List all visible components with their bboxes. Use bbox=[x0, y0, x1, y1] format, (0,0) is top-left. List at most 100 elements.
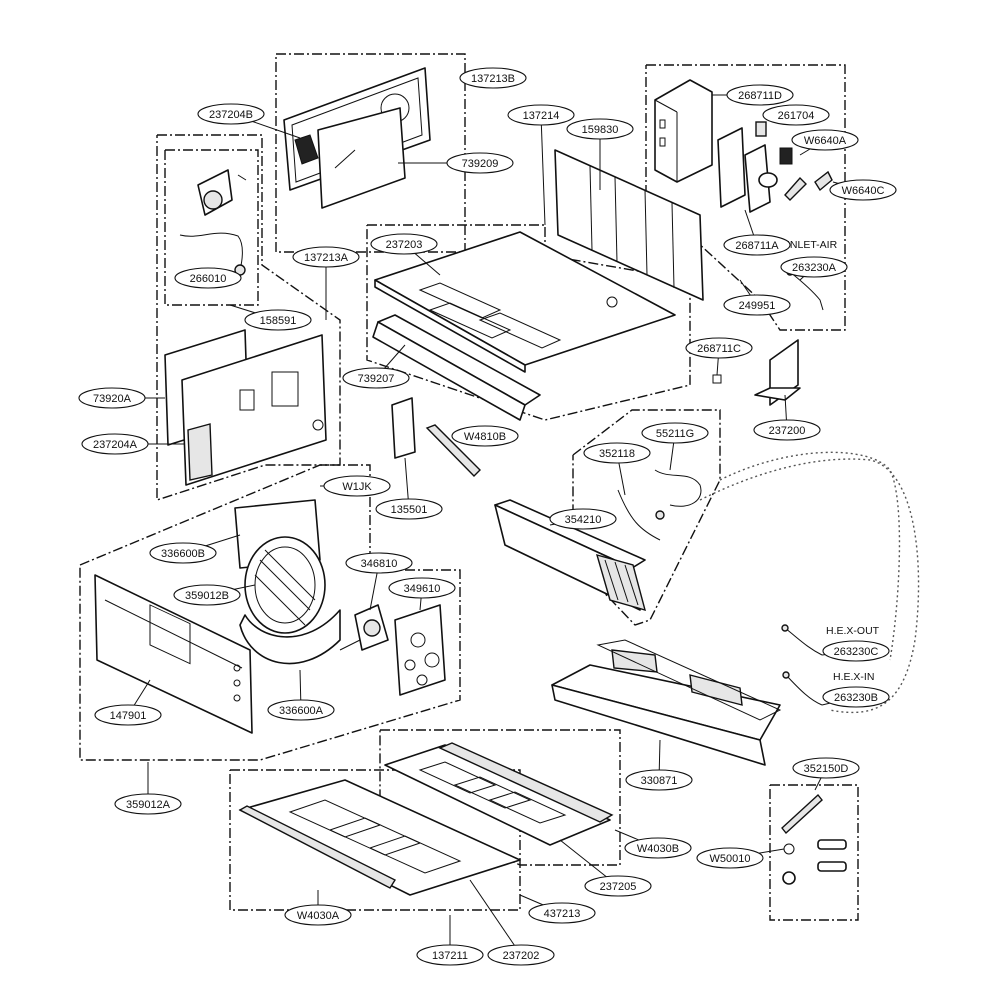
callout-bubble bbox=[696, 847, 764, 869]
callout-part-number: 336600B bbox=[161, 548, 205, 560]
callout-w6640c: W6640C bbox=[829, 179, 897, 201]
callout-bubble bbox=[81, 433, 149, 455]
callout-bubble bbox=[791, 129, 859, 151]
callout-237202: 237202 bbox=[469, 879, 555, 966]
callout-part-number: 73920A bbox=[93, 393, 132, 405]
callout-part-number: W4030A bbox=[297, 910, 340, 922]
callout-part-number: 261704 bbox=[778, 110, 815, 122]
callout-part-number: 330871 bbox=[641, 775, 678, 787]
control-box bbox=[654, 79, 833, 213]
callout-237205: 237205 bbox=[559, 839, 652, 897]
callout-part-number: 263230A bbox=[792, 262, 837, 274]
callout-bubble bbox=[792, 757, 860, 779]
callout-leader-line bbox=[540, 114, 546, 226]
callout-w6640a: W6640A bbox=[791, 129, 859, 156]
refrigerant-tubing bbox=[617, 469, 702, 541]
callout-359012b: 359012B bbox=[173, 584, 256, 606]
callout-part-number: 739207 bbox=[358, 373, 395, 385]
callout-bubble bbox=[173, 584, 241, 606]
callout-w4030a: W4030A bbox=[284, 890, 352, 926]
callout-part-number: 158591 bbox=[260, 315, 297, 327]
callout-55211g: 55211G bbox=[641, 422, 709, 471]
callout-leader-line bbox=[469, 879, 522, 956]
corner-bracket bbox=[754, 339, 801, 406]
callout-bubble bbox=[762, 104, 830, 126]
callout-137211: 137211 bbox=[416, 915, 484, 966]
callout-261704: 261704 bbox=[762, 104, 830, 126]
callout-part-number: W6640A bbox=[804, 135, 847, 147]
callout-part-number: 268711C bbox=[697, 343, 741, 355]
callout-part-number: 249951 bbox=[739, 300, 776, 312]
callout-bubble bbox=[822, 640, 890, 662]
callout-part-number: 137213A bbox=[304, 252, 349, 264]
right-partition-panel bbox=[554, 149, 704, 301]
callout-bubble bbox=[244, 309, 312, 331]
top-cover-plate bbox=[374, 231, 676, 373]
hex-out-label: H.E.X-OUT bbox=[826, 625, 880, 637]
callout-part-number: 237204A bbox=[93, 439, 138, 451]
callout-437213: 437213 bbox=[519, 894, 596, 924]
hex-in-label: H.E.X-IN bbox=[833, 671, 874, 683]
callout-part-number: W4030B bbox=[637, 843, 679, 855]
callout-263230b: 263230B bbox=[821, 686, 890, 708]
callout-bubble bbox=[451, 425, 519, 447]
refrigerant-line-route-2 bbox=[719, 451, 901, 661]
callout-bubble bbox=[446, 152, 514, 174]
callout-159830: 159830 bbox=[566, 118, 634, 190]
callout-237203: 237203 bbox=[370, 233, 441, 276]
callout-147901: 147901 bbox=[94, 679, 162, 726]
top-front-panel bbox=[283, 67, 431, 209]
callout-part-number: 359012B bbox=[185, 590, 229, 602]
callout-237204b: 237204B bbox=[197, 103, 301, 139]
callout-bubble bbox=[625, 769, 693, 791]
callout-part-number: 352150D bbox=[804, 763, 849, 775]
callout-part-number: 137211 bbox=[432, 950, 468, 962]
callout-w4810b: W4810B bbox=[451, 425, 519, 447]
callout-part-number: 354210 bbox=[565, 514, 602, 526]
callout-bubble bbox=[780, 256, 848, 278]
callout-part-number: 237202 bbox=[503, 950, 540, 962]
small-sensor-block bbox=[712, 374, 722, 384]
callout-part-number: 159830 bbox=[582, 124, 619, 136]
callout-layer: 137213B237204B739209268711D261704W6640AW… bbox=[78, 67, 897, 966]
refrigerant-line-route bbox=[699, 458, 920, 714]
callout-part-number: 263230C bbox=[834, 646, 879, 658]
callout-part-number: 135501 bbox=[391, 504, 428, 516]
callout-349610: 349610 bbox=[388, 577, 456, 611]
callout-part-number: 346810 bbox=[361, 558, 398, 570]
callout-bubble bbox=[566, 118, 634, 140]
callout-bubble bbox=[487, 944, 555, 966]
hardware-kit bbox=[781, 793, 847, 885]
callout-part-number: W1JK bbox=[342, 481, 372, 493]
motor-bracket bbox=[179, 169, 247, 276]
heat-exchanger bbox=[494, 499, 646, 612]
callout-bubble bbox=[723, 234, 791, 256]
callout-part-number: 237200 bbox=[769, 425, 806, 437]
callout-bubble bbox=[345, 552, 413, 574]
callout-bubble bbox=[416, 944, 484, 966]
callout-part-number: 237204B bbox=[209, 109, 253, 121]
callout-bubble bbox=[370, 233, 438, 255]
callout-bubble bbox=[388, 577, 456, 599]
inlet-air-sensor bbox=[789, 271, 824, 311]
callout-part-number: W6640C bbox=[842, 185, 885, 197]
callout-330871: 330871 bbox=[625, 739, 693, 791]
callout-part-number: 437213 bbox=[544, 908, 581, 920]
callout-bubble bbox=[375, 498, 443, 520]
callout-268711d: 268711D bbox=[712, 84, 794, 106]
callout-bubble bbox=[459, 67, 527, 89]
hex-out-sensor bbox=[784, 627, 823, 656]
blower-assembly bbox=[234, 499, 341, 665]
callout-bubble bbox=[685, 337, 753, 359]
callout-part-number: 739209 bbox=[462, 158, 499, 170]
callout-268711c: 268711C bbox=[685, 337, 753, 376]
callout-bubble bbox=[583, 442, 651, 464]
callout-237204a: 237204A bbox=[81, 433, 185, 455]
callout-part-number: 263230B bbox=[834, 692, 878, 704]
bottom-pan-rear bbox=[384, 742, 614, 846]
callout-237200: 237200 bbox=[753, 394, 821, 441]
callout-263230c: 263230C bbox=[821, 640, 890, 662]
callout-bubble bbox=[149, 542, 217, 564]
callout-part-number: 349610 bbox=[404, 583, 441, 595]
